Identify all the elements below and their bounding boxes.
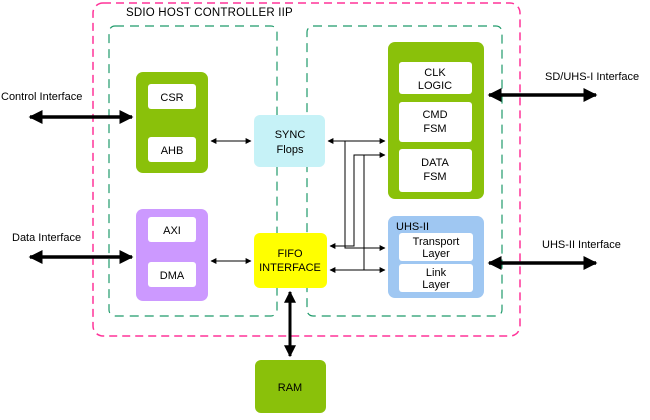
link-label-1: Link [426,267,447,279]
ram-label: RAM [278,382,302,394]
ram-block [255,360,326,413]
fifo-label-1: FIFO [277,248,302,260]
uhs2-title: UHS-II [396,221,429,233]
data-fsm-box [399,149,472,192]
link-layer-box [399,264,473,292]
link-label-2: Layer [422,279,450,291]
clk-label-2: LOGIC [418,80,452,92]
clk-logic-box [399,62,472,94]
csr-box [148,84,196,109]
sd-uhs1-interface-label: SD/UHS-I Interface [545,71,639,83]
sync-label-1: SYNC [275,129,306,141]
cmd-label-2: FSM [423,123,446,135]
fifo-label-2: INTERFACE [259,262,321,274]
sync-uhs2-route [344,141,386,251]
dma-label: DMA [160,270,185,282]
sync-label-2: Flops [277,144,304,156]
fifo-sd-route [329,152,386,249]
cmd-fsm-box [399,102,472,142]
sync-flops-block [254,115,325,167]
right-region [306,25,503,317]
control-interface-label: Control Interface [1,91,82,103]
transport-label-1: Transport [413,236,460,248]
data-interface-label: Data Interface [12,232,81,244]
controller-boundary [92,2,521,337]
ahb-label: AHB [161,145,184,157]
clk-label-1: CLK [424,67,446,79]
controller-title: SDIO HOST CONTROLLER IIP [126,7,293,19]
axi-label: AXI [163,225,181,237]
csr-label: CSR [160,92,183,104]
dma-box [148,262,196,287]
ahb-box [148,137,196,162]
fifo-interface-block [254,233,327,288]
left-region [108,25,278,317]
transport-label-2: Layer [422,248,450,260]
cmd-label-1: CMD [422,109,447,121]
data-label-2: FSM [423,171,446,183]
axi-box [148,217,196,242]
transport-layer-box [399,233,473,261]
data-label-1: DATA [421,157,449,169]
uhs2-interface-label: UHS-II Interface [542,239,621,251]
